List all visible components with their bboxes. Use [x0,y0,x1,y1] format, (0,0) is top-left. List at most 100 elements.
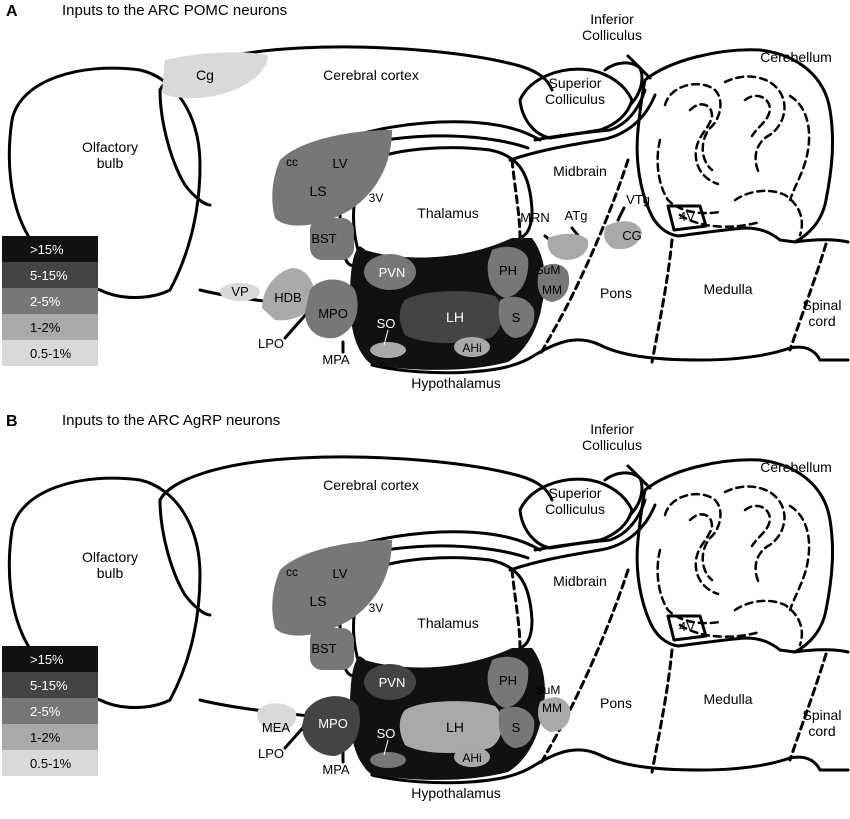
legend-label: 0.5-1% [30,755,72,771]
thalamus-outline [368,146,534,240]
superior-colliculus-outline [518,477,634,550]
cerebellum-fold [678,623,762,638]
ls-label: LS [309,183,326,199]
mm-region [537,263,570,302]
cerebellum-outline [635,48,834,244]
ls-region [272,130,392,226]
cerebellum-fold [688,103,720,186]
superior-colliculus-outline [518,67,634,140]
v3-label: 3V [369,191,384,205]
legend-row: 1-2% [2,314,98,340]
panel-title: Inputs to the ARC AgRP neurons [62,412,281,429]
mm-label: MM [542,701,562,715]
legend-label: >15% [30,241,64,257]
lv-label: LV [333,156,348,171]
ls-region [272,540,392,636]
region-boundary [538,158,630,357]
inferior-colliculus-label: Inferior [590,11,634,27]
legend-row: 2-5% [2,698,98,724]
lh-region [399,701,502,754]
region-boundary [510,568,522,650]
legend-label: 1-2% [30,729,61,745]
so-tick [383,329,389,346]
mea-label: MEA [262,720,291,735]
cerebellum-fold [656,138,722,215]
midbrain-label: Midbrain [553,573,607,589]
pons-label: Pons [600,285,632,301]
mpo-region [305,279,358,339]
cc-label: cc [286,155,298,169]
lpo-label: LPO [258,336,284,351]
olfactory-bulb-label: bulb [97,565,124,581]
vtg-region [604,221,642,250]
midbrain-top [533,88,647,142]
cerebellum-fold [788,504,811,612]
legend-row: 0.5-1% [2,750,98,776]
pvn-region [364,664,416,700]
hypothalamus-label: Hypothalamus [411,785,501,801]
region-boundary [650,238,674,364]
so-region [370,752,406,768]
mrn-label: MRN [520,210,550,225]
pvn-label: PVN [379,265,406,280]
pvn-label: PVN [379,675,406,690]
superior-colliculus-label: Colliculus [545,501,605,517]
superior-colliculus-label: Superior [549,485,602,501]
bst-label: BST [311,641,336,656]
legend: >15%5-15%2-5% 1-2% 0.5-1% [2,646,98,776]
superior-colliculus-label: Superior [549,75,602,91]
ph-label: PH [499,673,517,688]
cerebellum-fold [743,94,772,138]
legend-label: 2-5% [30,293,61,309]
s-region [498,706,535,748]
legend-row: >15% [2,646,98,672]
inferior-colliculus-label: Colliculus [582,27,642,43]
cerebellum-fold [656,548,722,625]
region-boundary [788,242,828,352]
spinal-top [793,648,850,654]
vtg-label: VTg [626,192,650,207]
v4-outline [666,204,708,232]
panel-a: A Inputs to the ARC POMC neurons Olfacto… [0,0,850,405]
s-region [498,296,535,338]
cortex-outline [158,455,554,502]
olfactory-bulb-label: Olfactory [82,549,138,565]
cerebellum-fold [688,513,720,596]
legend-row: 0.5-1% [2,340,98,366]
ventral-outline [370,748,822,785]
midbrain-top [533,498,647,552]
pvn-region [364,254,416,290]
midbrain-top2 [508,93,657,162]
legend-row: 1-2% [2,724,98,750]
thalamus-outline [368,556,534,650]
so-label: SO [377,726,396,741]
cg-gray-label: CG [622,228,642,243]
inferior-colliculus-label: Inferior [590,421,634,437]
s-label: S [512,310,521,325]
lh-label: LH [446,719,464,735]
midbrain-label: Midbrain [553,163,607,179]
ls-label: LS [309,593,326,609]
cerebellum-outline [635,458,834,654]
legend-row: 5-15% [2,672,98,698]
panel-title: Inputs to the ARC POMC neurons [62,2,288,19]
olfactory-bulb-outline [7,476,202,709]
midbrain-top2 [508,503,657,572]
inferior-colliculus-outline [603,61,644,107]
v4-label: 4V [679,619,695,634]
hypothalamus-label: Hypothalamus [411,375,501,391]
spinal-top [793,238,850,244]
so-tick [383,739,389,756]
legend-row: 5-15% [2,262,98,288]
panel-letter: A [6,3,18,20]
v4-label: 4V [679,209,695,224]
vp-region [220,283,260,301]
s-label: S [512,720,521,735]
mea-region [257,703,297,732]
cerebellum-label: Cerebellum [760,459,832,475]
mm-label: MM [542,283,562,297]
region-boundary [538,568,630,767]
v3-label: 3V [369,601,384,615]
ahi-region [454,337,490,357]
